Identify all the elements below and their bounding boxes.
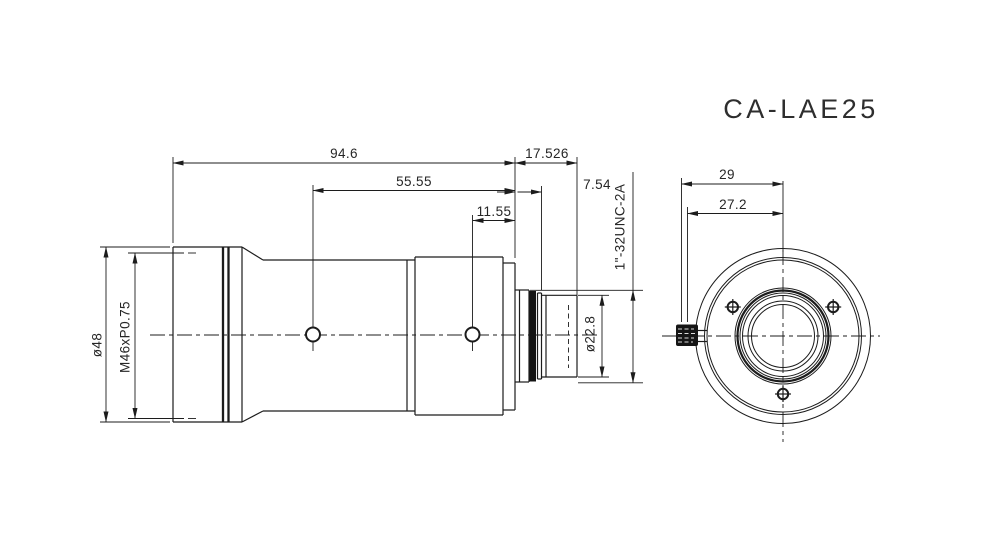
mount-thread-circle	[736, 289, 830, 383]
rear-mount-assembly	[515, 289, 578, 383]
dim-rear-mount-length: 17.526	[514, 146, 578, 166]
dim-knob-to-center-label: 29	[719, 167, 735, 182]
dim-body-length: 55.55	[312, 174, 516, 193]
face-screw-top-left	[724, 299, 741, 315]
concentric-circles	[695, 248, 871, 424]
lock-ring-band	[529, 291, 536, 382]
dim-mount-thread: 1"-32UNC-2A	[613, 172, 636, 384]
lens-body-outline	[172, 246, 516, 423]
dim-mount-diameter: ø22.8	[583, 294, 605, 378]
dim-screw-offset: 11.55	[472, 204, 516, 223]
dim-rear-mount-length-label: 17.526	[525, 146, 569, 161]
set-screw-side-1	[305, 326, 321, 343]
face-screw-bottom	[775, 386, 791, 402]
face-screw-top-right	[825, 299, 842, 315]
dim-mount-thread-label: 1"-32UNC-2A	[613, 184, 628, 270]
filter-thread-lines	[128, 252, 196, 419]
extension-lines	[100, 157, 643, 423]
dim-knob-to-center: 29	[681, 167, 784, 187]
dim-mount-diameter-label: ø22.8	[583, 316, 598, 353]
dim-body-length-label: 55.55	[396, 174, 432, 189]
dim-filter-thread: M46xP0.75	[118, 252, 138, 419]
dim-front-diameter-label: ø48	[90, 333, 105, 357]
side-view: 94.6 17.526 55.55 11.55 7.54 ø48	[90, 146, 643, 423]
set-screw-side-2	[464, 326, 481, 343]
aperture-circle	[751, 304, 815, 368]
dim-overall-length-label: 94.6	[330, 146, 358, 161]
dim-flange-offset: 7.54	[497, 177, 611, 195]
knob-body	[676, 324, 698, 346]
front-view: 29 27.2	[662, 167, 880, 442]
dim-flange-offset-label: 7.54	[583, 177, 611, 192]
dim-knob-inner-to-center-label: 27.2	[719, 197, 747, 212]
dim-filter-thread-label: M46xP0.75	[118, 301, 133, 373]
dim-overall-length: 94.6	[172, 146, 516, 166]
dim-screw-offset-label: 11.55	[477, 204, 512, 219]
drawing-title: CA-LAE25	[723, 94, 879, 124]
lock-knob	[676, 324, 707, 346]
dim-knob-inner-to-center: 27.2	[687, 197, 784, 216]
front-extension-lines	[681, 178, 688, 322]
dim-front-diameter: ø48	[90, 246, 109, 423]
